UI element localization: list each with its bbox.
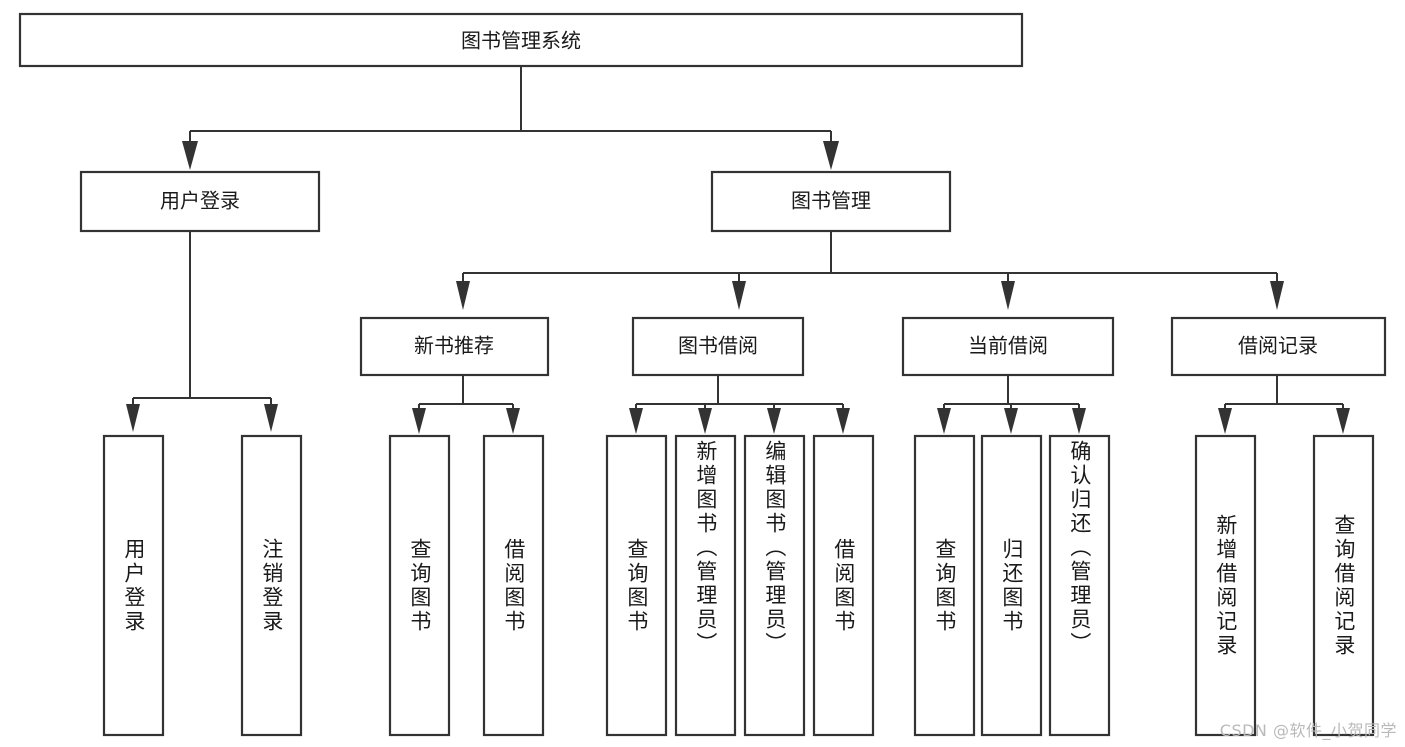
connectors-userlogin-to-leaves bbox=[126, 231, 278, 432]
arrowhead-book-borrow bbox=[732, 281, 746, 310]
node-user-login-box[interactable] bbox=[79, 170, 321, 233]
connectors-root-to-level2 bbox=[182, 66, 839, 170]
node-book-borrow-box[interactable] bbox=[631, 316, 805, 377]
leaf-box-bb-edit-book[interactable] bbox=[743, 434, 806, 737]
node-user-login-label: 用户登录 bbox=[160, 189, 240, 213]
arrowhead-br-query-record bbox=[1336, 408, 1350, 434]
node-borrow-record-label: 借阅记录 bbox=[1238, 334, 1318, 358]
connectors-currentborrow-to-leaves bbox=[937, 375, 1086, 434]
leaf-box-bb-add-book[interactable] bbox=[674, 434, 737, 737]
node-current-borrow[interactable]: 当前借阅 bbox=[901, 316, 1115, 377]
leaf-box-bb-borrow-book[interactable] bbox=[812, 434, 875, 737]
arrowhead-cb-return-book bbox=[1004, 408, 1018, 434]
arrowhead-new-book-rec bbox=[456, 281, 470, 310]
node-new-book-recommend-box[interactable] bbox=[359, 316, 550, 377]
arrowhead-book-mgmt bbox=[823, 141, 839, 170]
arrowhead-bb-add-book bbox=[698, 408, 712, 434]
leaf-box-cb-return-book[interactable] bbox=[980, 434, 1043, 737]
arrowhead-leaf-user-login bbox=[126, 404, 140, 432]
arrowhead-cb-query-book bbox=[937, 408, 951, 434]
node-root-label: 图书管理系统 bbox=[461, 29, 581, 53]
arrowhead-user-login bbox=[182, 141, 198, 170]
node-borrow-record-box[interactable] bbox=[1170, 316, 1387, 377]
arrowhead-bb-borrow-book bbox=[836, 408, 850, 434]
node-user-login[interactable]: 用户登录 bbox=[79, 170, 321, 233]
arrowhead-borrow-record bbox=[1270, 281, 1284, 310]
leaf-box-bb-query-book[interactable] bbox=[605, 434, 668, 737]
node-new-book-recommend[interactable]: 新书推荐 bbox=[359, 316, 550, 377]
node-root-box[interactable] bbox=[18, 12, 1024, 68]
leaf-box-nb-borrow-book[interactable] bbox=[482, 434, 545, 737]
arrowhead-nb-borrow-book bbox=[506, 408, 520, 434]
connectors-borrowrecord-to-leaves bbox=[1218, 375, 1350, 434]
node-new-book-recommend-label: 新书推荐 bbox=[414, 334, 494, 358]
arrowhead-bb-edit-book bbox=[767, 408, 781, 434]
connectors-bookborrow-to-leaves bbox=[629, 375, 850, 434]
arrowhead-current-borrow bbox=[1001, 281, 1015, 310]
connectors-bookmgmt-to-level3 bbox=[456, 231, 1284, 310]
arrowhead-leaf-logout bbox=[264, 404, 278, 432]
node-current-borrow-label: 当前借阅 bbox=[968, 334, 1048, 358]
leaf-box-user-login[interactable] bbox=[102, 434, 165, 737]
node-root[interactable]: 图书管理系统 bbox=[18, 12, 1024, 68]
node-book-borrow[interactable]: 图书借阅 bbox=[631, 316, 805, 377]
connectors-newbook-to-leaves bbox=[412, 375, 520, 434]
leaf-box-logout[interactable] bbox=[240, 434, 303, 737]
leaf-box-br-add-record[interactable] bbox=[1194, 434, 1257, 737]
node-book-borrow-label: 图书借阅 bbox=[678, 334, 758, 358]
arrowhead-nb-query-book bbox=[412, 408, 426, 434]
leaf-box-cb-query-book[interactable] bbox=[913, 434, 976, 737]
csdn-watermark: CSDN @软件_小贺同学 bbox=[1219, 721, 1397, 740]
node-book-management-label: 图书管理 bbox=[791, 189, 871, 213]
arrowhead-cb-confirm-return bbox=[1072, 408, 1086, 434]
node-book-management-box[interactable] bbox=[710, 170, 952, 233]
arrowhead-br-add-record bbox=[1218, 408, 1232, 434]
node-book-management[interactable]: 图书管理 bbox=[710, 170, 952, 233]
arrowhead-bb-query-book bbox=[629, 408, 643, 434]
leaf-box-nb-query-book[interactable] bbox=[388, 434, 451, 737]
node-borrow-record[interactable]: 借阅记录 bbox=[1170, 316, 1387, 377]
leaf-box-br-query-record[interactable] bbox=[1312, 434, 1375, 737]
node-current-borrow-box[interactable] bbox=[901, 316, 1115, 377]
leaf-box-cb-confirm-return[interactable] bbox=[1048, 434, 1111, 737]
